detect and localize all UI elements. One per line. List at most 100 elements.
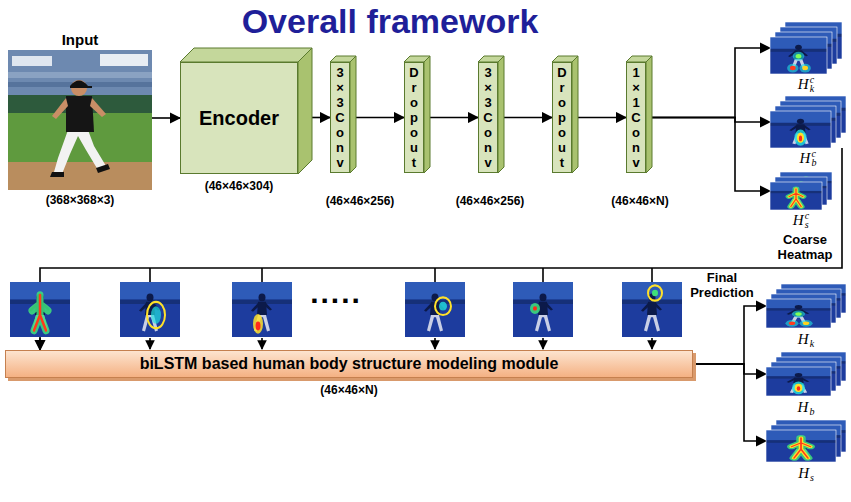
heatmap-symbol-letter: H xyxy=(798,331,809,347)
image-heading: Input xyxy=(62,31,99,48)
heat-blob xyxy=(439,302,447,311)
heat-blob xyxy=(253,314,263,334)
final-heatmap-stack: Hk xyxy=(766,284,846,328)
module-label: biLSTM based human body structure modeli… xyxy=(134,355,565,373)
bevel-side xyxy=(424,56,430,173)
dropout-layer: Dropout xyxy=(404,62,424,173)
heatmap-symbol-letter: H xyxy=(793,212,804,228)
heatmap-symbol-letter: H xyxy=(798,76,809,92)
conv-layer: 3×3Conv xyxy=(330,62,350,173)
connector-arrow xyxy=(646,48,770,118)
final-heatmap-stack: Hs xyxy=(766,420,846,462)
banner xyxy=(12,56,52,66)
heat-blob xyxy=(794,130,806,146)
connector-arrow xyxy=(152,117,180,119)
subscript: k xyxy=(810,84,814,93)
sequence-arrow xyxy=(651,338,653,349)
vertical-layer-label: Dropout xyxy=(409,65,419,170)
heatmap-stack-art xyxy=(770,96,846,148)
vertical-layer-label: 3×3Conv xyxy=(335,65,345,170)
player-cap xyxy=(70,81,92,89)
bus-drop xyxy=(261,268,263,282)
connector-arrow xyxy=(350,117,404,119)
heat-blob xyxy=(789,189,803,207)
heatmap-symbol-letter: H xyxy=(800,150,811,166)
heatmap-image xyxy=(622,282,682,337)
heat-blob xyxy=(34,295,46,330)
bus-drop xyxy=(434,268,436,282)
dimension-label: (46×46×256) xyxy=(326,194,395,208)
heat-blobs xyxy=(794,130,806,146)
banner xyxy=(100,54,148,66)
heatmap-stack-art xyxy=(770,172,832,210)
subscript: k xyxy=(810,339,814,348)
heatmap-card xyxy=(770,37,827,74)
heatmap-stack-art xyxy=(766,352,846,396)
dimension-label: (46×46×304) xyxy=(205,179,274,193)
heatmap-symbol-indices: ck xyxy=(810,75,814,93)
subscript: s xyxy=(810,473,814,482)
heat-blob xyxy=(800,320,813,327)
bevel-side xyxy=(646,56,652,173)
superscript: c xyxy=(805,211,809,220)
superscript: c xyxy=(810,75,814,84)
superscript: c xyxy=(811,149,816,158)
sequence-arrow xyxy=(434,338,436,349)
heatmap-image xyxy=(10,282,70,337)
heatmap-image xyxy=(120,282,180,337)
heatmap-symbol-indices: b xyxy=(809,397,814,416)
heatmap-symbol: Hck xyxy=(798,75,814,93)
connector-arrow xyxy=(693,306,766,364)
heat-blob xyxy=(648,285,662,300)
heatmap-symbol: Hcs xyxy=(793,211,809,229)
sequence-arrow xyxy=(149,338,151,349)
subscript: s xyxy=(805,220,809,229)
bevel-top xyxy=(180,48,312,62)
sequence-arrow xyxy=(261,338,263,349)
dimension-label: (46×46×N) xyxy=(611,194,668,208)
heat-blob xyxy=(789,189,803,207)
sequence-arrows xyxy=(40,338,652,349)
heat-blob xyxy=(796,54,802,58)
heat-blob xyxy=(533,306,537,310)
heat-blob xyxy=(802,66,808,70)
heat-blob xyxy=(792,438,811,458)
heat-blob xyxy=(797,132,804,142)
bevel-side xyxy=(572,56,578,173)
heatmap-symbol: Hk xyxy=(798,329,814,348)
stage-caption: Final Prediction xyxy=(680,270,764,300)
heatmap-symbol: Hs xyxy=(798,463,814,482)
heat-blob xyxy=(792,438,811,458)
subscript: b xyxy=(809,407,814,416)
vertical-layer-label: 3×3Conv xyxy=(483,65,493,170)
card-frame xyxy=(770,37,827,74)
conv-layer: 3×3Conv xyxy=(478,62,498,173)
bilstm-module: biLSTM based human body structure modeli… xyxy=(5,350,693,378)
bus-drop xyxy=(542,268,544,282)
heat-blob xyxy=(789,189,803,207)
heatmap-symbol: Hb xyxy=(798,397,815,416)
heatmap-image xyxy=(770,37,827,74)
bus-drop xyxy=(149,268,151,282)
heat-blobs xyxy=(792,438,811,458)
heatmap-image xyxy=(405,282,465,337)
heat-blob xyxy=(151,306,161,324)
heatmap-symbol-indices: cs xyxy=(805,211,809,229)
dimension-label: (368×368×3) xyxy=(46,193,115,207)
subscript: b xyxy=(811,158,816,167)
heat-blobs xyxy=(787,52,811,73)
heat-blob xyxy=(799,135,802,141)
heat-blob xyxy=(799,64,810,73)
heatmap-card xyxy=(770,182,822,210)
block-label: Encoder xyxy=(199,107,279,130)
card-frame xyxy=(770,111,831,148)
card-frame xyxy=(770,182,822,210)
heatmap-image xyxy=(513,282,573,337)
heat-blob xyxy=(803,322,810,325)
bevel-side xyxy=(298,48,312,174)
ellipsis: ..... xyxy=(310,276,362,310)
card-frame xyxy=(766,430,836,462)
heat-blob xyxy=(790,66,796,70)
player-shoes xyxy=(50,164,110,177)
heatmap-symbol: Hcb xyxy=(800,149,817,167)
